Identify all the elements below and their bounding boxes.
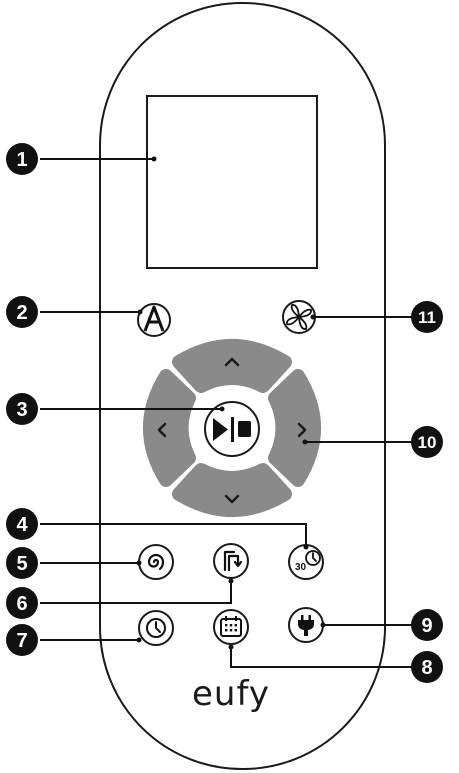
chevron-right-icon bbox=[297, 422, 307, 438]
dpad bbox=[143, 339, 321, 517]
fan-icon bbox=[286, 304, 312, 330]
leader-dots bbox=[136, 156, 326, 650]
chevron-down-icon bbox=[224, 494, 240, 504]
callout-11: 11 bbox=[411, 301, 443, 333]
calendar-button[interactable] bbox=[213, 609, 249, 645]
callout-4: 4 bbox=[6, 508, 38, 540]
callout-5: 5 bbox=[6, 547, 38, 579]
edge-clean-icon bbox=[223, 550, 243, 572]
callout-3: 3 bbox=[6, 393, 38, 425]
auto-mode-icon bbox=[143, 305, 165, 332]
chevron-left-icon bbox=[157, 422, 167, 438]
charge-plug-icon bbox=[298, 615, 314, 636]
spot-clean-button[interactable] bbox=[138, 544, 174, 580]
callout-11-text: 11 bbox=[418, 308, 436, 327]
dpad-down[interactable] bbox=[172, 463, 292, 517]
timer-30-text: 30 bbox=[295, 562, 307, 573]
callout-1-text: 1 bbox=[16, 149, 27, 171]
play-pause-button[interactable] bbox=[204, 401, 260, 457]
callout-2-text: 2 bbox=[16, 302, 27, 324]
callout-5-text: 5 bbox=[16, 553, 27, 575]
callout-1: 1 bbox=[6, 143, 38, 175]
callout-10-text: 10 bbox=[418, 433, 437, 452]
leader-8 bbox=[230, 647, 413, 668]
play-pause-icon bbox=[213, 417, 251, 442]
callout-8-text: 8 bbox=[421, 657, 432, 679]
timer-30-button[interactable]: 30 bbox=[288, 544, 324, 580]
callout-7-text: 7 bbox=[16, 630, 27, 652]
timer-30-icon: 30 bbox=[295, 550, 321, 573]
callout-7: 7 bbox=[6, 624, 38, 656]
callout-9: 9 bbox=[411, 609, 443, 641]
suction-button[interactable] bbox=[282, 300, 316, 334]
callout-6: 6 bbox=[6, 587, 38, 619]
schedule-button[interactable] bbox=[138, 610, 174, 646]
brand-logo: eufy bbox=[192, 674, 270, 714]
leader-6 bbox=[40, 581, 232, 604]
callout-9-text: 9 bbox=[421, 615, 432, 637]
callout-8: 8 bbox=[411, 651, 443, 683]
callout-2: 2 bbox=[6, 296, 38, 328]
lcd-screen bbox=[146, 95, 318, 269]
leader-lines bbox=[40, 158, 413, 668]
chevron-up-icon bbox=[224, 357, 240, 367]
callout-4-text: 4 bbox=[16, 514, 28, 536]
spot-clean-icon bbox=[147, 553, 165, 571]
auto-button[interactable] bbox=[137, 303, 171, 337]
calendar-icon bbox=[220, 616, 242, 637]
edge-clean-button[interactable] bbox=[213, 543, 249, 579]
schedule-clock-icon bbox=[146, 618, 166, 638]
charge-button[interactable] bbox=[288, 607, 324, 643]
callout-10: 10 bbox=[411, 426, 443, 458]
dpad-up[interactable] bbox=[172, 339, 292, 393]
callout-6-text: 6 bbox=[16, 593, 27, 615]
dpad-left[interactable] bbox=[143, 369, 196, 487]
leader-4 bbox=[40, 523, 307, 547]
callout-3-text: 3 bbox=[16, 399, 27, 421]
dpad-right[interactable] bbox=[268, 369, 321, 487]
